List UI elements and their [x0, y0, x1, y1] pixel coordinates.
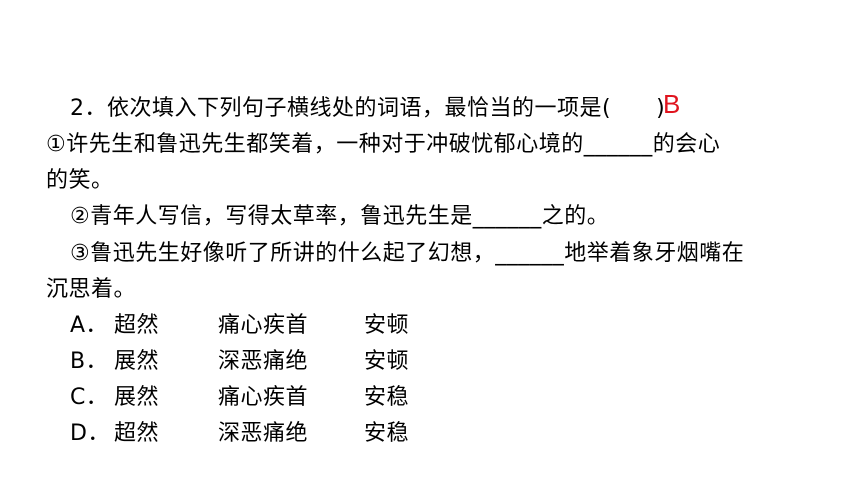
option-d: D．超然 深恶痛绝 安稳: [70, 417, 409, 451]
option-a: A．超然 痛心疾首 安顿: [70, 309, 409, 343]
answer-mark: B: [663, 89, 681, 119]
option-word-3: 安顿: [364, 313, 410, 338]
option-word-3: 安顿: [364, 349, 410, 374]
option-letter: B．: [70, 349, 109, 374]
sentence-3-line-2: 沉思着。: [46, 277, 137, 302]
option-word-2: 痛心疾首: [218, 385, 309, 410]
option-word-2: 痛心疾首: [218, 313, 309, 338]
option-word-1: 超然: [114, 421, 160, 446]
question-stem: 2．依次填入下列句子横线处的词语，最恰当的一项是( ): [70, 96, 666, 121]
option-word-2: 深恶痛绝: [218, 349, 309, 374]
option-word-1: 超然: [114, 313, 160, 338]
option-c: C．展然 痛心疾首 安稳: [70, 381, 409, 415]
option-letter: C．: [70, 385, 109, 410]
sentence-2: ②青年人写信，写得太草率，鲁迅先生是______之的。: [70, 204, 610, 229]
option-word-1: 展然: [114, 385, 160, 410]
option-word-3: 安稳: [364, 385, 410, 410]
option-letter: A．: [70, 313, 109, 338]
option-word-3: 安稳: [364, 421, 410, 446]
sentence-1-line-2: 的笑。: [46, 168, 114, 193]
option-b: B．展然 深恶痛绝 安顿: [70, 345, 409, 379]
sentence-1-line-1: ①许先生和鲁迅先生都笑着，一种对于冲破忧郁心境的______的会心: [46, 132, 721, 157]
option-letter: D．: [70, 421, 110, 446]
sentence-3-line-1: ③鲁迅先生好像听了所讲的什么起了幻想，______地举着象牙烟嘴在: [70, 241, 745, 266]
option-word-2: 深恶痛绝: [218, 421, 309, 446]
option-word-1: 展然: [114, 349, 160, 374]
